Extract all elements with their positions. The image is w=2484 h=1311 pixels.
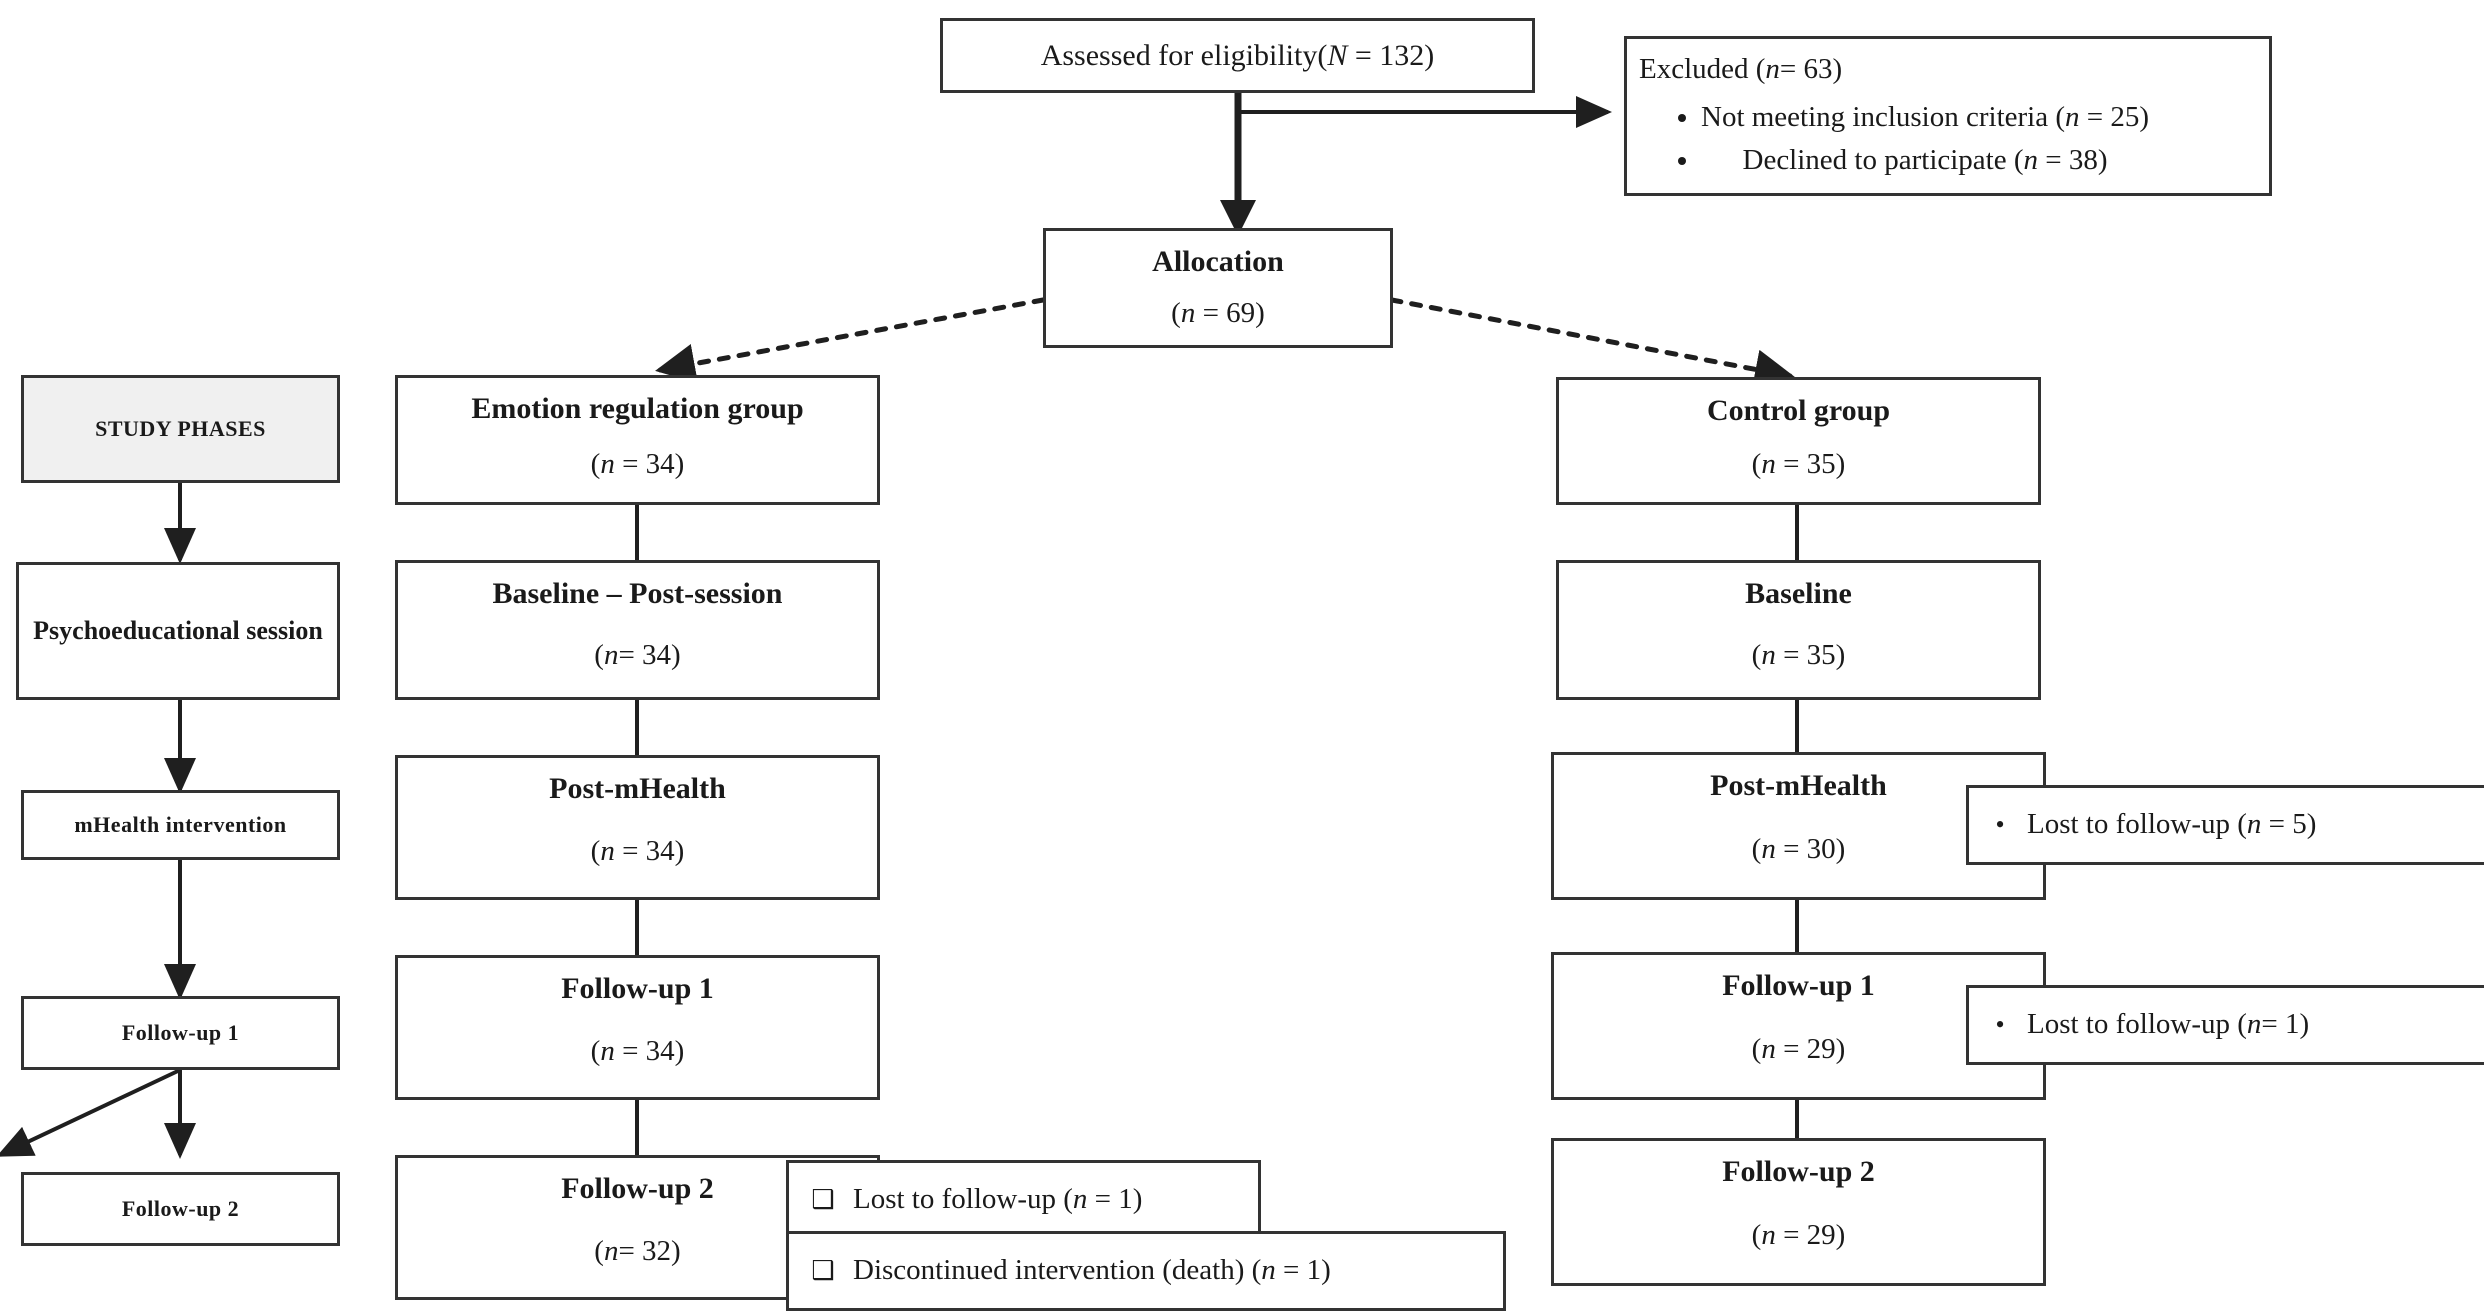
study-phase-psychoeducational-session: Psychoeducational session [16,562,340,700]
study-phase-label: Follow-up 1 [121,1020,240,1046]
stage-title: Follow-up 2 [561,1172,714,1205]
stage-count: (n= 34) [594,638,681,671]
stage-title: Emotion regulation group [471,392,804,425]
stage-count: (n = 34) [590,834,685,867]
allocation-box: Allocation (n = 69) [1043,228,1393,348]
study-phase-label: Follow-up 2 [121,1196,240,1222]
stage-title: Follow-up 1 [1722,969,1875,1002]
stage-title: Post-mHealth [549,772,726,805]
intervention-stage-baseline-post-session: Baseline – Post-session (n= 34) [395,560,880,700]
control-callout-lost-to-follow-up-follow-up-1: • Lost to follow-up (n= 1) [1966,985,2484,1065]
assessed-for-eligibility-box: Assessed for eligibility(N = 132) [940,18,1535,93]
control-stage-control-group: Control group (n = 35) [1556,377,2041,505]
callout-text: Discontinued intervention (death) (n = 1… [853,1254,1331,1287]
dot-bullet-icon: • [1995,810,2005,839]
callout-text: Lost to follow-up (n= 1) [2027,1008,2310,1041]
callout-text: Lost to follow-up (n = 5) [2027,808,2317,841]
excluded-box: Excluded (n= 63) Not meeting inclusion c… [1624,36,2272,196]
stage-title: Follow-up 2 [1722,1155,1875,1188]
intervention-callout-discontinued-intervention: ❑ Discontinued intervention (death) (n =… [786,1231,1506,1311]
stage-count: (n = 35) [1751,638,1846,671]
study-phases-header-label: STUDY PHASES [95,416,266,442]
stage-title: Post-mHealth [1710,769,1887,802]
stage-title: Follow-up 1 [561,972,714,1005]
callout-text: Lost to follow-up (n = 1) [853,1183,1143,1216]
control-callout-lost-to-follow-up-post-mhealth: • Lost to follow-up (n = 5) [1966,785,2484,865]
stage-count: (n = 34) [590,447,685,480]
intervention-stage-emotion-regulation-group: Emotion regulation group (n = 34) [395,375,880,505]
stage-count: (n= 32) [594,1234,681,1267]
assessed-label: Assessed for eligibility(N = 132) [1040,38,1435,72]
study-phase-mhealth-intervention: mHealth intervention [21,790,340,860]
intervention-stage-post-mhealth: Post-mHealth (n = 34) [395,755,880,900]
study-phases-header-box: STUDY PHASES [21,375,340,483]
stage-count: (n = 29) [1751,1218,1846,1251]
control-stage-baseline: Baseline (n = 35) [1556,560,2041,700]
stage-title: Baseline [1745,577,1852,610]
stage-title: Baseline – Post-session [492,577,783,610]
allocation-count: (n = 69) [1171,296,1265,329]
excluded-heading: Excluded (n= 63) [1639,53,1843,85]
intervention-callout-lost-to-follow-up: ❑ Lost to follow-up (n = 1) [786,1160,1261,1240]
stage-count: (n = 35) [1751,447,1846,480]
study-phase-label: Psychoeducational session [33,615,323,645]
study-phase-follow-up-1: Follow-up 1 [21,996,340,1070]
stage-count: (n = 29) [1751,1032,1846,1065]
study-phase-follow-up-2: Follow-up 2 [21,1172,340,1246]
intervention-stage-follow-up-1: Follow-up 1 (n = 34) [395,955,880,1100]
stage-count: (n = 34) [590,1034,685,1067]
square-bullet-icon: ❑ [811,1256,835,1286]
square-bullet-icon: ❑ [811,1185,835,1215]
control-stage-follow-up-2: Follow-up 2 (n = 29) [1551,1138,2046,1286]
excluded-reason-item: Not meeting inclusion criteria (n = 25) [1701,99,2149,135]
allocation-title: Allocation [1152,245,1284,278]
control-stage-post-mhealth: Post-mHealth (n = 30) [1551,752,2046,900]
excluded-reasons-list: Not meeting inclusion criteria (n = 25) … [1639,93,2149,184]
stage-count: (n = 30) [1751,832,1846,865]
dot-bullet-icon: • [1995,1010,2005,1039]
excluded-reason-item: Declined to participate (n = 38) [1701,142,2149,178]
stage-title: Control group [1706,394,1891,427]
study-phase-label: mHealth intervention [74,812,287,838]
